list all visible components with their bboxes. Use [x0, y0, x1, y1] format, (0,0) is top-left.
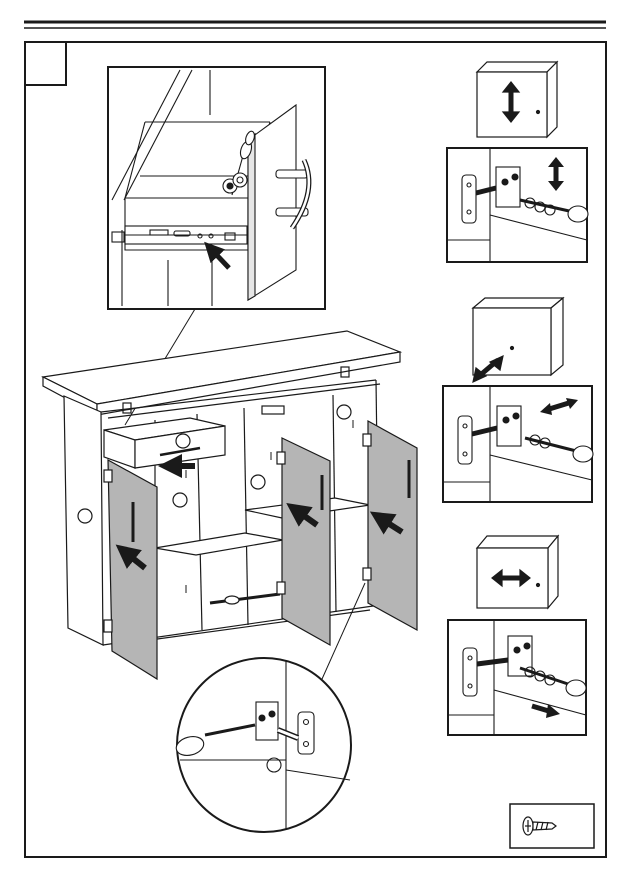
hinge-screw-detail [174, 658, 351, 832]
parts-legend [510, 804, 594, 848]
drawer-slide-detail [108, 67, 325, 309]
lateral-adjustment-hinge [448, 620, 586, 735]
depth-adjustment-hinge [443, 386, 593, 502]
step-number-box [25, 42, 66, 85]
vertical-adjustment-hinge [447, 148, 588, 262]
vertical-adjustment-cube [477, 62, 557, 137]
sideboard-assembly [43, 331, 400, 645]
header-rule [24, 22, 606, 28]
depth-adjustment-cube [473, 298, 563, 382]
lateral-adjustment-cube [477, 536, 558, 608]
door-left [108, 460, 157, 679]
door-middle [282, 438, 330, 645]
push-arrows [125, 466, 402, 568]
